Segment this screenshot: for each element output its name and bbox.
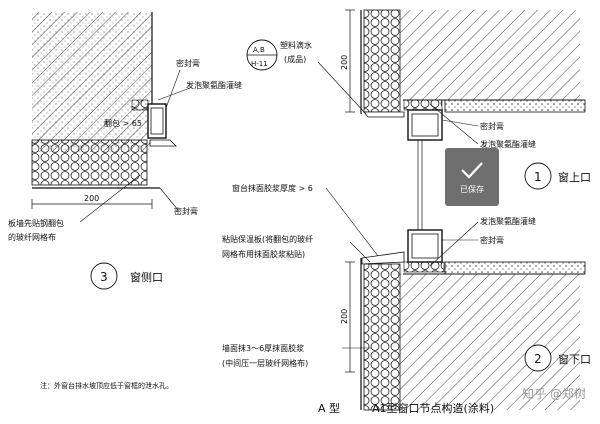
- leader-paste: [349, 241, 371, 263]
- leader-side-cover: [79, 174, 141, 223]
- leader-side-foam: [157, 87, 191, 101]
- leader-sill-thick: [325, 187, 379, 257]
- lower-dim-text: 200: [340, 309, 349, 324]
- label-wall-2: (中间压一层玻纤网格布): [222, 358, 308, 368]
- label-sill-thick: 窗台抹面胶浆厚度 > 6: [232, 183, 313, 193]
- leader-top-foam: [429, 103, 479, 145]
- upper-frame-inner: [411, 113, 439, 137]
- side-frame-inner: [150, 107, 164, 135]
- label-side-sealant: 密封膏: [176, 58, 200, 68]
- label-side-cover2: 的玻纤网格布: [8, 232, 56, 242]
- ref-text2: (成品): [284, 54, 306, 64]
- leader-top-sealant: [441, 119, 479, 127]
- saved-toast: 已保存: [445, 148, 499, 206]
- label-paste-1: 粘贴保温板(将翻包的玻纤: [222, 234, 313, 244]
- label-side-flip: 翻包 > 65: [104, 118, 142, 128]
- side-jamb-detail: 200 密封膏 发泡聚氨酯灌缝 翻包 > 65 板墙先贴钢翻包 的玻纤网格布 密…: [8, 12, 242, 290]
- lower-frame-inner: [411, 233, 439, 259]
- upper-dim-text: 200: [340, 55, 349, 70]
- mark-top-num: 1: [534, 170, 542, 184]
- side-dim-text: 200: [84, 194, 99, 203]
- label-side-cover: 板墙先贴钢翻包: [8, 218, 64, 228]
- mark-side-num: 3: [100, 270, 108, 284]
- check-icon: [461, 161, 483, 179]
- label-paste-2: 网格布用抹面胶浆粘贴): [222, 249, 305, 259]
- upper-drip: [363, 111, 405, 118]
- label-bot-sealant: 密封膏: [480, 235, 504, 245]
- mark-top-circle: [524, 162, 552, 190]
- mark-top-text: 窗上口: [558, 170, 591, 184]
- ref-code: A,B: [253, 46, 265, 54]
- label-side-foam: 发泡聚氨酯灌缝: [186, 80, 242, 90]
- label-top-sealant: 密封膏: [480, 121, 504, 131]
- side-flashing: [149, 139, 177, 147]
- mark-side-circle: [90, 262, 118, 290]
- leader-side-sealant2: [159, 187, 179, 211]
- side-insulation: [31, 139, 148, 186]
- lower-sill-slope: [361, 251, 405, 265]
- lower-window-frame: [407, 229, 443, 263]
- mark-bot-num: 2: [534, 352, 542, 366]
- watermark: 知乎 @郑树: [522, 387, 586, 401]
- mark-bot-circle: [524, 344, 552, 372]
- ref-code2: H-11: [251, 60, 268, 68]
- drawing-title: A1型窗口节点构造(涂料): [372, 401, 494, 415]
- upper-window-frame: [407, 109, 443, 141]
- head-sill-detail: 200 200 A,B H-11 塑料滴水 (成品) 密封膏 发泡聚氨酯灌缝 1…: [222, 9, 591, 411]
- side-window-frame: [147, 103, 167, 139]
- upper-insulation: [363, 9, 401, 113]
- type-label: A 型: [318, 401, 340, 415]
- mark-side-text: 窗侧口: [130, 270, 163, 284]
- lower-foam-fill: [403, 261, 445, 273]
- label-bot-foam: 发泡聚氨酯灌缝: [480, 216, 536, 226]
- leader-ref: [317, 61, 367, 115]
- label-top-foam: 发泡聚氨酯灌缝: [480, 139, 536, 149]
- mark-bot-text: 窗下口: [558, 352, 591, 366]
- upper-slab: [444, 99, 586, 113]
- lower-wall-hatch: [400, 274, 580, 410]
- label-side-sealant2: 密封膏: [174, 206, 198, 216]
- side-foam-fill: [131, 99, 149, 111]
- lower-sill-slab: [444, 261, 586, 275]
- upper-foam-fill: [403, 99, 443, 111]
- lower-insulation: [363, 263, 401, 411]
- saved-toast-text: 已保存: [460, 184, 484, 194]
- upper-wall-hatch: [400, 10, 580, 100]
- leader-side-sealant: [165, 69, 181, 109]
- footnote: 注：外窗台排水坡顶应低于窗框的泄水孔。: [40, 381, 173, 390]
- leader-bot-foam: [429, 221, 479, 267]
- ref-text: 塑料滴水: [280, 40, 312, 50]
- label-wall-1: 墙面抹3～6厚抹面胶浆: [222, 343, 304, 353]
- side-wall-concrete: [32, 12, 152, 152]
